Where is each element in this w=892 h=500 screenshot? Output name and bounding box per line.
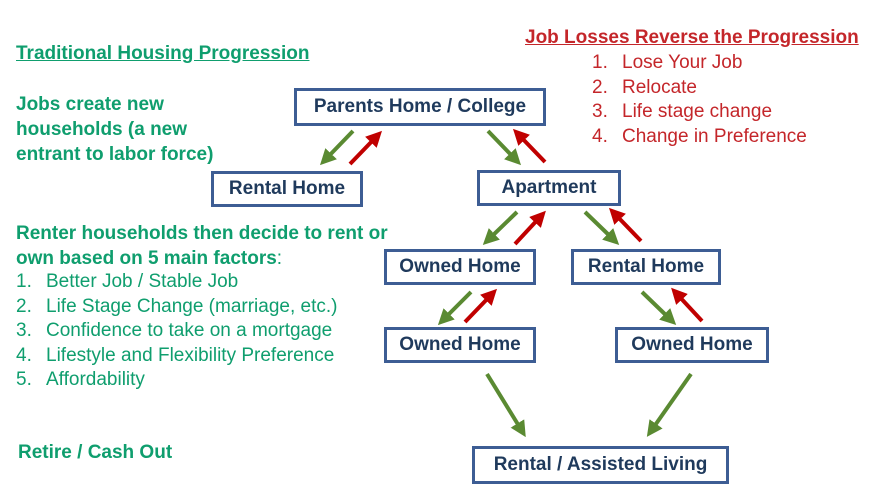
reverse-text: Lose Your Job [622,52,743,73]
node-owned-home-2: Owned Home [384,327,536,363]
reverse-number: 4. [592,125,608,147]
arrow-up-icon [609,207,643,243]
renter-text-line: own based on 5 main factors: [16,246,388,271]
factor-text: Lifestyle and Flexibility Preference [46,344,335,366]
arrow-down-icon [482,210,519,246]
reverse-number: 3. [592,101,608,122]
arrow-down-icon [583,210,620,246]
factor-text: Life Stage Change (marriage, etc.) [46,295,338,317]
renter-decision-text: Renter households then decide to rent or… [16,221,388,271]
job-losses-title: Job Losses Reverse the Progression [525,27,859,48]
arrow-down-icon [646,372,693,437]
renter-colon: : [276,248,283,269]
factor-item: 5. Affordability [16,368,338,393]
factor-number: 2. [16,295,32,317]
factor-item: 2. Life Stage Change (marriage, etc.) [16,295,338,320]
reverse-item: 3. Life stage change [592,100,807,125]
factor-number: 3. [16,320,32,341]
node-assisted-living: Rental / Assisted Living [472,446,729,484]
job-losses-list: 1. Lose Your Job 2. Relocate 3. Life stage … [592,51,807,149]
factor-text: Affordability [46,369,145,390]
node-apartment: Apartment [477,170,621,206]
factor-item: 1. Better Job / Stable Job [16,270,338,295]
factor-item: 4. Lifestyle and Flexibility Preference [16,344,338,369]
traditional-progression-title: Traditional Housing Progression [16,43,310,64]
jobs-text-line: households (a new [16,119,188,140]
retire-text: Retire / Cash Out [18,442,173,463]
node-parents-home: Parents Home / College [294,88,546,126]
reverse-number: 1. [592,52,608,73]
arrow-up-icon [463,288,497,324]
arrow-up-icon [513,210,546,246]
arrow-down-icon [485,372,526,438]
factor-number: 5. [16,369,32,390]
reverse-text: Life stage change [622,101,773,122]
arrow-up-icon [348,130,382,166]
arrow-up-icon [513,128,547,164]
arrow-down-icon [319,129,355,166]
factor-number: 4. [16,344,32,366]
renter-text-line-2: own based on 5 main factors [16,248,277,269]
factor-text: Confidence to take on a mortgage [46,320,333,341]
jobs-create-text: Jobs create new households (a new entran… [16,92,213,167]
factor-item: 3. Confidence to take on a mortgage [16,319,338,344]
renter-text-line: Renter households then decide to rent or [16,223,388,244]
jobs-text-line: entrant to labor force) [16,144,214,165]
reverse-item: 2. Relocate [592,76,807,101]
factor-text: Better Job / Stable Job [46,271,239,292]
jobs-text-line: Jobs create new [16,94,164,115]
factor-number: 1. [16,271,32,292]
arrow-down-icon [486,129,522,166]
reverse-text: Change in Preference [622,125,807,147]
reverse-text: Relocate [622,76,697,98]
arrow-down-icon [640,290,677,326]
reverse-item: 4. Change in Preference [592,125,807,150]
factors-list: 1. Better Job / Stable Job 2. Life Stage C… [16,270,338,393]
arrow-down-icon [437,290,473,326]
node-owned-home-3: Owned Home [615,327,769,363]
node-rental-home-left: Rental Home [211,171,363,207]
node-owned-home-1: Owned Home [384,249,536,285]
arrow-up-icon [671,287,704,323]
node-rental-home-right: Rental Home [571,249,721,285]
reverse-number: 2. [592,76,608,98]
reverse-item: 1. Lose Your Job [592,51,807,76]
